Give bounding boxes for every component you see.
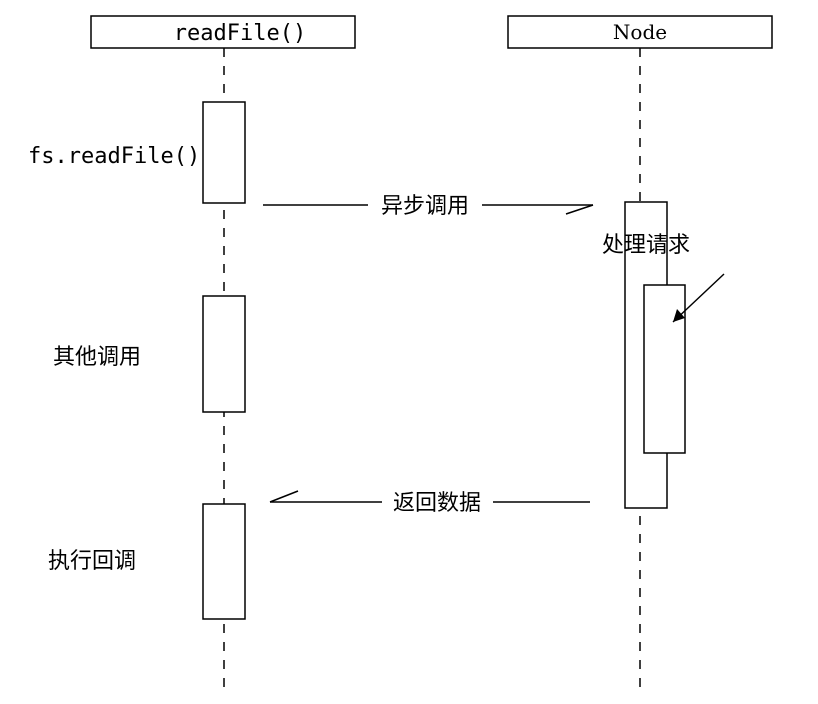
lifeline-title-readfile: readFile() <box>174 21 306 46</box>
message-return-data: 返回数据 <box>269 490 590 516</box>
lifeline-header-readfile-box <box>90 15 356 49</box>
message-return-data-arrowhead <box>269 490 299 503</box>
message-async-call-label: 异步调用 <box>381 194 469 219</box>
message-return-data-label: 返回数据 <box>393 491 481 516</box>
lifeline-header-readfile: readFile() <box>90 15 356 49</box>
node-activity-label: 处理请求 <box>602 233 690 258</box>
message-async-call: 异步调用 <box>263 194 594 219</box>
message-async-call-arrowhead <box>565 204 594 215</box>
activation-readfile-call <box>202 101 246 204</box>
activation-node-inner <box>643 284 686 454</box>
process-request-arrow <box>672 273 725 323</box>
lifeline-header-node: Node <box>507 15 773 49</box>
step-label-fs-readfile: fs.readFile() <box>28 144 200 169</box>
activation-other-calls <box>202 295 246 413</box>
step-label-other-calls: 其他调用 <box>53 345 141 370</box>
process-request-arrow-shaft <box>672 273 725 323</box>
step-label-callback: 执行回调 <box>48 549 136 574</box>
lifeline-header-node-box <box>507 15 773 49</box>
lifeline-title-node: Node <box>613 20 667 44</box>
process-request-arrowhead <box>673 309 685 322</box>
activation-callback <box>202 503 246 620</box>
